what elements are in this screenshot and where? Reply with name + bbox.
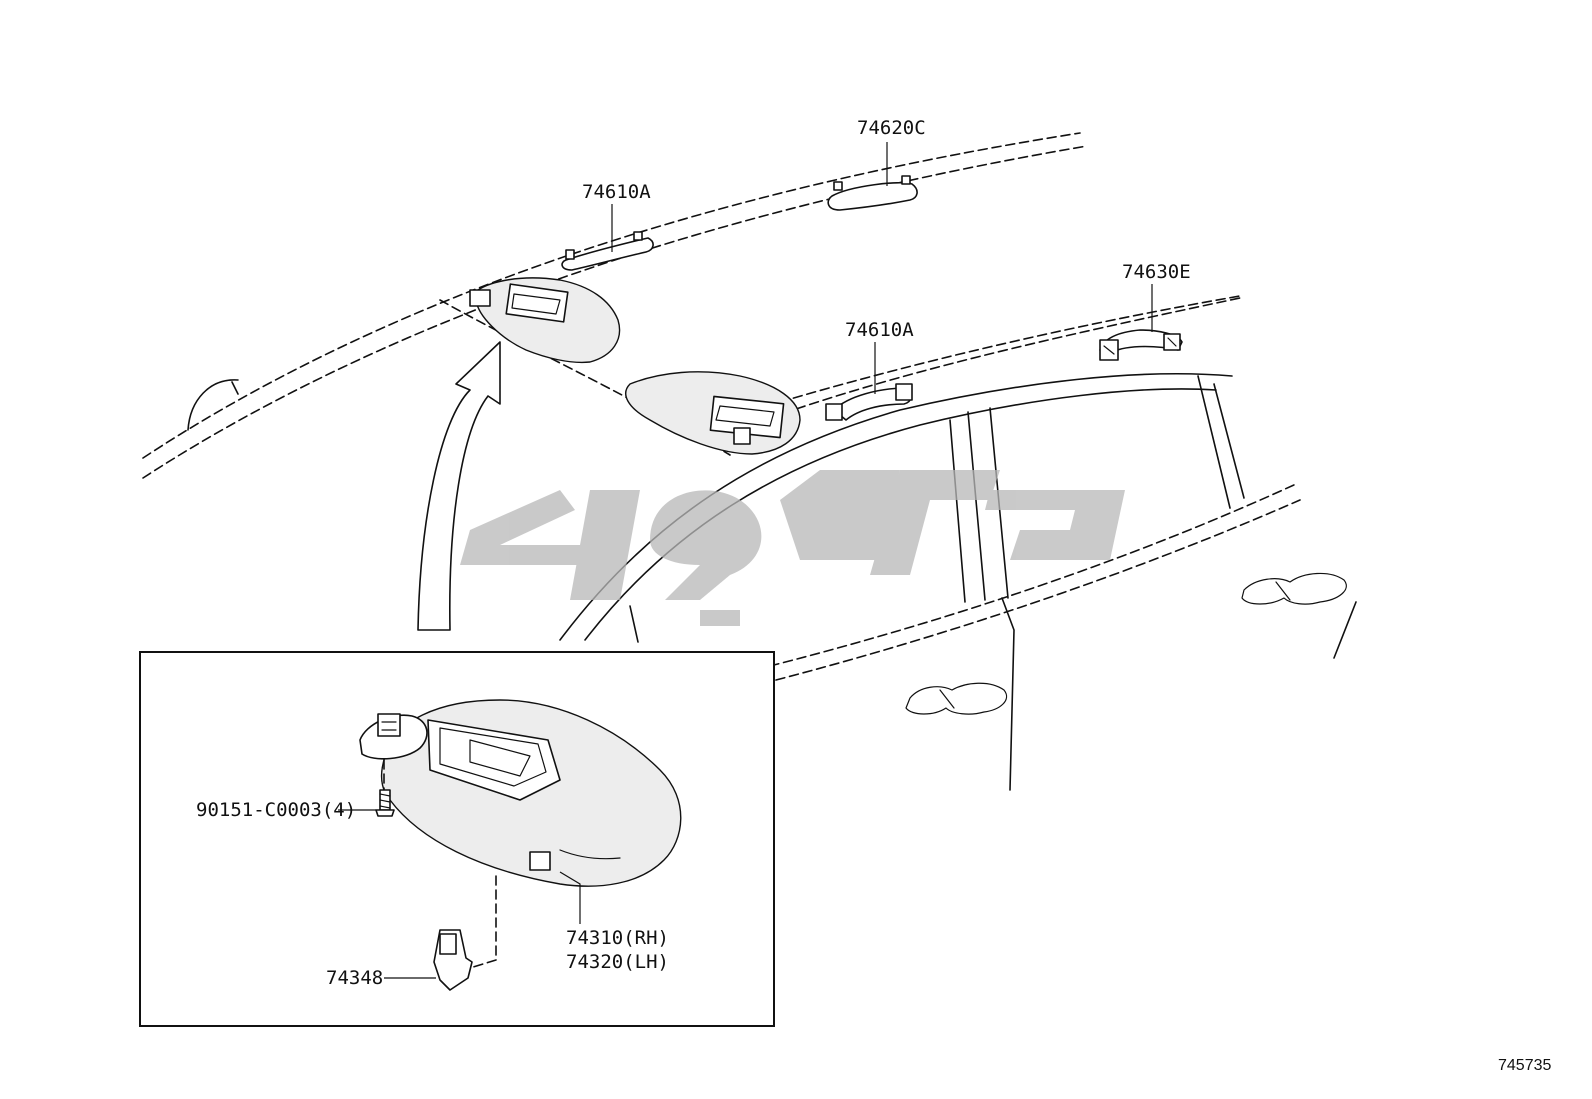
assist-grip-74610A-front — [561, 231, 654, 271]
assist-grip-74610A-rear — [825, 383, 913, 421]
watermark-logo — [460, 470, 1125, 626]
callout-74610A-front: 74610A — [582, 181, 651, 203]
figure-number: 745735 — [1498, 1057, 1551, 1074]
callout-holder: 74348 — [326, 967, 383, 989]
callout-74620C: 74620C — [857, 117, 926, 139]
vehicle-side-outline — [559, 372, 1357, 791]
assist-grip-74620C — [827, 175, 918, 211]
detail-arrow — [417, 341, 501, 631]
callout-visor-rh: 74310(RH) — [566, 927, 669, 949]
callout-screw: 90151-C0003(4) — [196, 799, 356, 821]
sun-visor-installed-lh — [625, 371, 801, 455]
assist-grip-74630E — [1099, 329, 1183, 361]
leader-lines — [338, 142, 1153, 979]
callout-visor-lh: 74320(LH) — [566, 951, 669, 973]
callout-74610A-rear: 74610A — [845, 319, 914, 341]
sun-visor-installed-rh — [469, 277, 621, 364]
screw-icon — [375, 759, 395, 817]
callout-74630E: 74630E — [1122, 261, 1191, 283]
visor-holder-icon — [433, 875, 497, 991]
sun-visor-detail — [359, 699, 682, 887]
